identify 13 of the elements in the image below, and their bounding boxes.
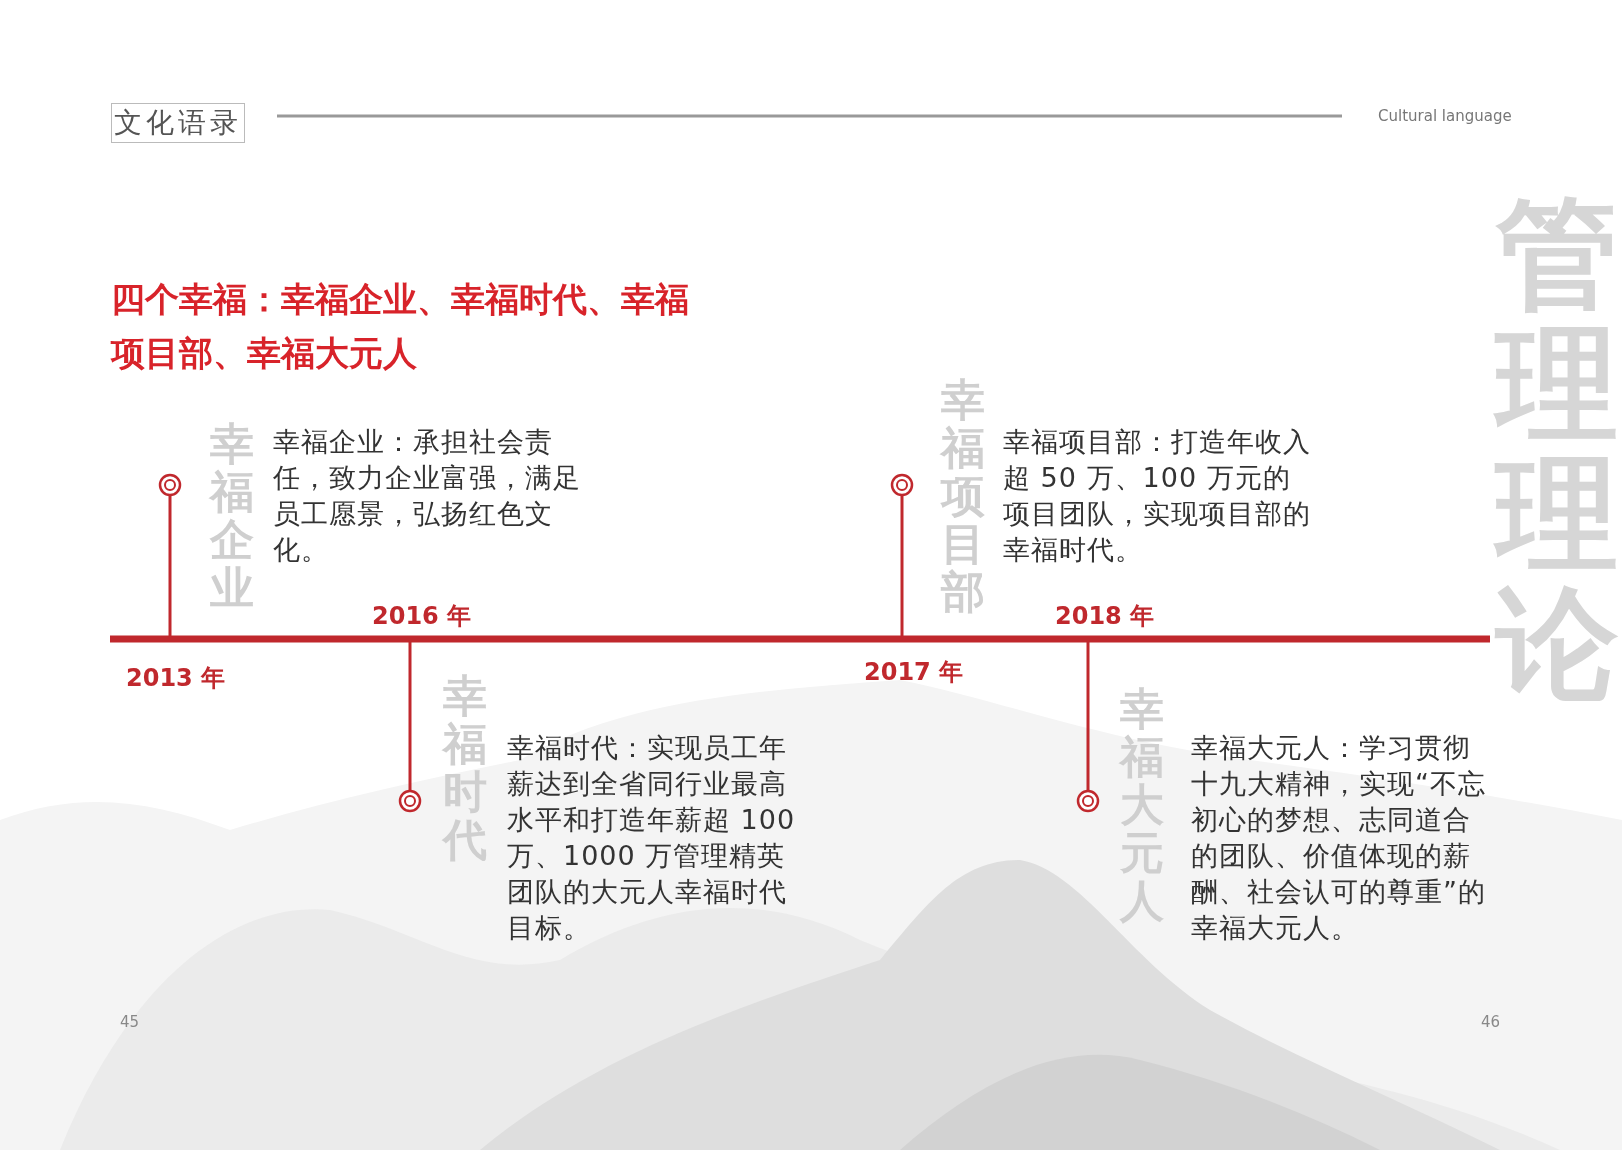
year-label: 2018 年 <box>1055 601 1155 632</box>
year-label: 2017 年 <box>864 657 964 688</box>
heading: 四个幸福：幸福企业、幸福时代、幸福项目部、幸福大元人 <box>111 278 690 375</box>
header-label: 文化语录 <box>111 103 245 143</box>
header-subtitle: Cultural language <box>1378 107 1512 125</box>
page-number: 46 <box>1481 1013 1501 1031</box>
year-label: 2016 年 <box>372 601 472 632</box>
description-text: 幸福企业：承担社会责任，致力企业富强，满足员工愿景，弘扬红色文化。 <box>273 425 582 567</box>
page-number: 45 <box>120 1013 140 1031</box>
description-text: 幸福项目部：打造年收入超 50 万、100 万元的项目团队，实现项目部的幸福时代。 <box>1003 425 1312 567</box>
description-text: 幸福大元人：学习贯彻十九大精神，实现“不忘初心的梦想、志同道合的团队、价值体现的薪酬、社会认可的尊重”的幸福大元人。 <box>1191 731 1487 945</box>
description-text: 幸福时代：实现员工年薪达到全省同行业最高水平和打造年薪超 100 万、1000 万管理精英团队的大元人幸福时代目标。 <box>507 731 797 945</box>
year-label: 2013 年 <box>126 663 226 694</box>
